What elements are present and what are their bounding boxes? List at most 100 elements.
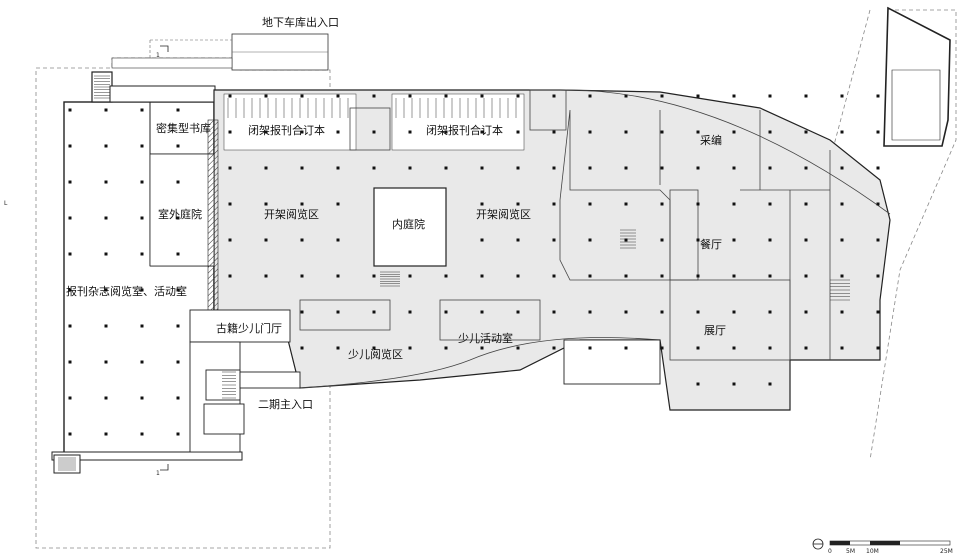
column bbox=[176, 324, 180, 328]
column bbox=[768, 346, 772, 350]
column bbox=[516, 94, 520, 98]
column bbox=[660, 202, 664, 206]
column bbox=[624, 166, 628, 170]
column bbox=[804, 274, 808, 278]
column bbox=[300, 202, 304, 206]
column bbox=[176, 108, 180, 112]
column bbox=[516, 310, 520, 314]
column bbox=[300, 130, 304, 134]
column bbox=[876, 166, 880, 170]
column bbox=[516, 202, 520, 206]
column bbox=[140, 108, 144, 112]
column bbox=[480, 238, 484, 242]
column bbox=[768, 94, 772, 98]
column bbox=[588, 166, 592, 170]
column bbox=[68, 144, 72, 148]
interior-walls bbox=[299, 89, 891, 389]
column bbox=[228, 94, 232, 98]
column bbox=[696, 94, 700, 98]
label-periodicals: 报刊杂志阅览室、活动室 bbox=[66, 285, 187, 298]
column bbox=[516, 238, 520, 242]
label-ancient-children-hall: 古籍少儿门厅 bbox=[216, 322, 282, 335]
column bbox=[372, 310, 376, 314]
column bbox=[624, 202, 628, 206]
structural-columns bbox=[68, 94, 880, 436]
label-children-activity: 少儿活动室 bbox=[458, 332, 513, 345]
column bbox=[804, 346, 808, 350]
column bbox=[372, 166, 376, 170]
column bbox=[552, 274, 556, 278]
column bbox=[104, 288, 108, 292]
column bbox=[588, 130, 592, 134]
column bbox=[408, 166, 412, 170]
column bbox=[104, 216, 108, 220]
column bbox=[140, 216, 144, 220]
column bbox=[660, 310, 664, 314]
label-parking-entrance: 地下车库出入口 bbox=[262, 16, 339, 29]
column bbox=[336, 166, 340, 170]
column bbox=[804, 310, 808, 314]
column bbox=[696, 238, 700, 242]
column bbox=[408, 346, 412, 350]
column bbox=[480, 202, 484, 206]
column bbox=[68, 396, 72, 400]
column bbox=[804, 130, 808, 134]
column bbox=[480, 346, 484, 350]
label-open-reading-2: 开架阅览区 bbox=[476, 208, 531, 221]
column bbox=[408, 94, 412, 98]
column bbox=[624, 310, 628, 314]
column bbox=[732, 202, 736, 206]
label-inner-courtyard: 内庭院 bbox=[392, 218, 425, 231]
column bbox=[732, 310, 736, 314]
column bbox=[732, 166, 736, 170]
column bbox=[104, 108, 108, 112]
column bbox=[660, 130, 664, 134]
column bbox=[876, 202, 880, 206]
column bbox=[300, 238, 304, 242]
column bbox=[624, 94, 628, 98]
label-open-reading-1: 开架阅览区 bbox=[264, 208, 319, 221]
column bbox=[336, 94, 340, 98]
column bbox=[768, 238, 772, 242]
column bbox=[552, 166, 556, 170]
column bbox=[588, 202, 592, 206]
column bbox=[660, 274, 664, 278]
column bbox=[336, 130, 340, 134]
section-mark-2: 1 bbox=[156, 470, 160, 477]
scale-label-10: 10M bbox=[866, 548, 879, 555]
column bbox=[516, 166, 520, 170]
column bbox=[516, 130, 520, 134]
column bbox=[840, 238, 844, 242]
column bbox=[264, 238, 268, 242]
column bbox=[768, 166, 772, 170]
column bbox=[876, 346, 880, 350]
column bbox=[696, 346, 700, 350]
column bbox=[876, 94, 880, 98]
column bbox=[176, 144, 180, 148]
column bbox=[176, 288, 180, 292]
column bbox=[68, 216, 72, 220]
section-mark-1: 1 bbox=[156, 52, 160, 59]
column bbox=[552, 346, 556, 350]
column bbox=[624, 346, 628, 350]
column bbox=[408, 310, 412, 314]
column bbox=[696, 166, 700, 170]
column bbox=[480, 310, 484, 314]
shelf-lines bbox=[227, 98, 517, 118]
column bbox=[768, 274, 772, 278]
column bbox=[696, 202, 700, 206]
column bbox=[104, 324, 108, 328]
column bbox=[480, 94, 484, 98]
left-tick-mark: L bbox=[4, 200, 8, 207]
column bbox=[444, 130, 448, 134]
column bbox=[876, 274, 880, 278]
column bbox=[372, 274, 376, 278]
column bbox=[104, 180, 108, 184]
column bbox=[408, 274, 412, 278]
column bbox=[768, 202, 772, 206]
column bbox=[228, 202, 232, 206]
column bbox=[140, 360, 144, 364]
column bbox=[588, 310, 592, 314]
column bbox=[264, 166, 268, 170]
column bbox=[176, 360, 180, 364]
